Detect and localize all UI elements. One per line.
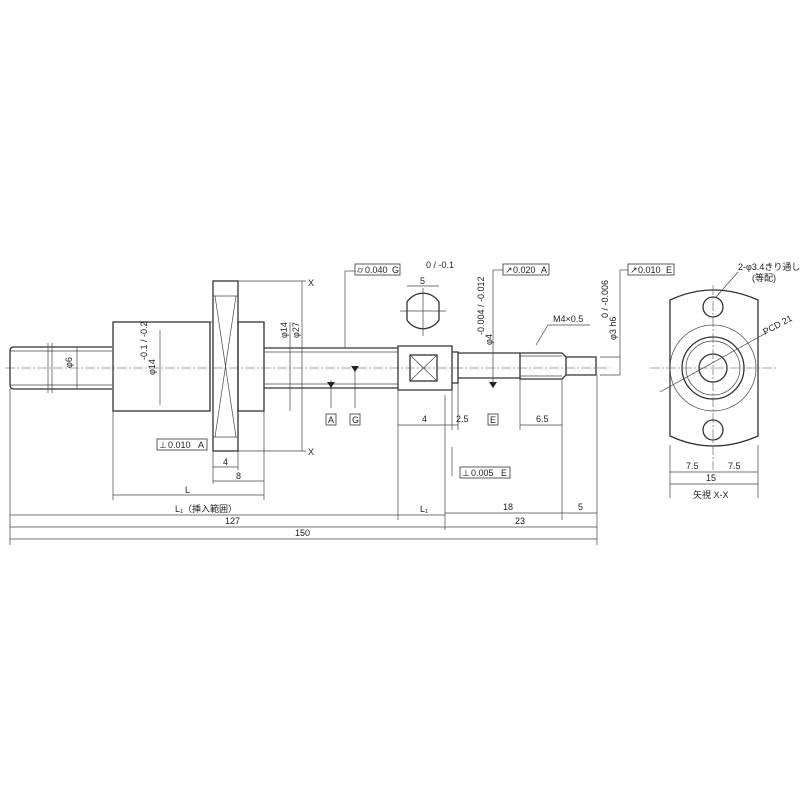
svg-text:0.010: 0.010: [638, 265, 661, 275]
datum-triangles: [327, 366, 497, 388]
dimension-lines: [9, 269, 628, 545]
svg-text:↗: ↗: [505, 265, 513, 275]
dim-d-end: φ3 h6: [608, 317, 618, 340]
dim-width-flat: 5: [420, 276, 425, 286]
datum-a: A: [325, 413, 337, 426]
dim-d-nut: φ14: [147, 359, 157, 375]
dim-5: 5: [578, 502, 583, 512]
svg-text:0.010: 0.010: [168, 440, 191, 450]
dim-150: 150: [295, 528, 310, 538]
dim-18: 18: [503, 502, 513, 512]
dim-23: 23: [515, 516, 525, 526]
dim-half-width-1: 7.5: [686, 461, 699, 471]
datum-g: G: [349, 413, 361, 426]
section-mark-top: X: [308, 278, 314, 288]
ball-nut: [112, 280, 265, 452]
dim-width-flat-tol: 0 / -0.1: [426, 260, 454, 270]
end-view-x-x: [650, 271, 778, 498]
dim-nut-len: L: [185, 485, 190, 495]
svg-text:E: E: [490, 415, 496, 425]
tolerance-frame-3: ↗ 0.010 E: [627, 263, 675, 276]
flat-section-view: [400, 285, 446, 336]
dim-d-bearing-tol: -0.004 / -0.012: [476, 276, 486, 335]
svg-text:A: A: [198, 440, 204, 450]
holes-label: 2-φ3.4きり通し: [738, 262, 800, 272]
svg-text:⊥: ⊥: [159, 440, 167, 450]
svg-text:E: E: [501, 468, 507, 478]
svg-text:G: G: [392, 265, 399, 275]
dim-6-5: 6.5: [536, 414, 549, 424]
svg-text:0.040: 0.040: [365, 265, 388, 275]
svg-text:G: G: [352, 415, 359, 425]
dim-nut-len-flange: 8: [236, 471, 241, 481]
tolerance-frame-1: ⌭ 0.040 G: [354, 263, 401, 276]
tolerance-frame-5: ⊥ 0.005 E: [459, 466, 511, 479]
dim-127: 127: [225, 516, 240, 526]
view-caption: 矢視 X-X: [693, 489, 729, 500]
tolerance-frame-4: ⊥ 0.010 A: [156, 438, 208, 451]
dim-insert-range: L₁（挿入範囲）: [175, 503, 237, 514]
dim-d-thread: φ6: [64, 357, 74, 368]
dim-d-nut-tol: -0.1 / -0.2: [139, 321, 149, 360]
dim-thread: M4×0.5: [553, 314, 583, 324]
svg-text:⊥: ⊥: [462, 468, 470, 478]
svg-text:↗: ↗: [630, 265, 638, 275]
dim-width: 15: [706, 473, 716, 483]
dim-L1: L₁: [420, 504, 428, 514]
dim-d-bearing: φ4: [484, 334, 494, 345]
svg-text:E: E: [666, 265, 672, 275]
svg-text:⌭: ⌭: [357, 265, 364, 275]
section-mark-bottom: X: [308, 447, 314, 457]
tolerance-frame-2: ↗ 0.020 A: [502, 263, 550, 276]
dim-d-flange: φ27: [291, 322, 301, 338]
screw-shaft-left: [9, 343, 112, 393]
dim-flange-thk: 4: [223, 457, 228, 467]
svg-text:A: A: [328, 415, 334, 425]
dim-half-width-2: 7.5: [728, 461, 741, 471]
dim-4: 4: [422, 414, 427, 424]
dim-d-flange-pilot: φ14: [279, 322, 289, 338]
svg-text:0.005: 0.005: [471, 468, 494, 478]
holes-note: (等配): [752, 272, 776, 283]
dim-2-5: 2.5: [456, 414, 469, 424]
dim-d-end-tol: 0 / -0.006: [600, 280, 610, 318]
svg-text:A: A: [541, 265, 547, 275]
datum-e: E: [487, 413, 499, 426]
svg-text:0.020: 0.020: [513, 265, 536, 275]
pcd-label: PCD 21: [761, 313, 794, 337]
